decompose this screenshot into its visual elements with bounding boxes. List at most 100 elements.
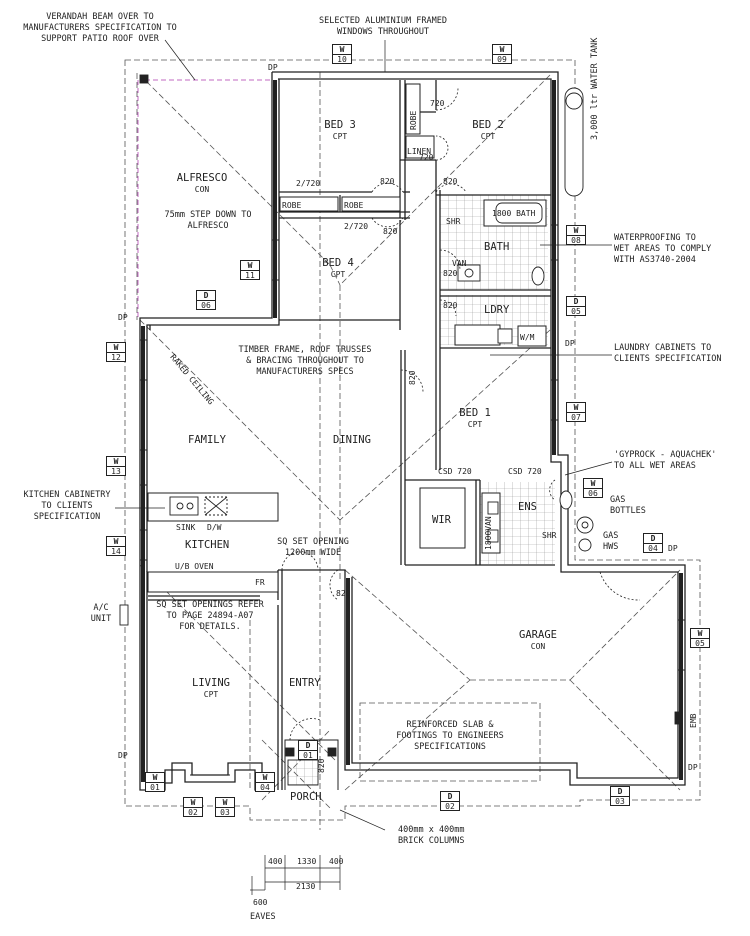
gas-bottles-line1: GAS <box>610 495 626 505</box>
ensuite-shower-label: SHR <box>542 531 557 540</box>
room-bed2: BED 2 CPT <box>472 120 504 142</box>
wall-fill <box>141 80 683 782</box>
room-alfresco: ALFRESCO CON <box>177 173 228 195</box>
door-size: CSD 720 <box>438 467 472 476</box>
gyprock-note: 'GYPROCK - AQUACHEK' TO ALL WET AREAS <box>614 450 716 472</box>
tag-number: 07 <box>571 413 581 422</box>
room-bath: BATH <box>484 241 510 253</box>
gas-hws-label: GAS HWS <box>603 531 618 553</box>
timber-note-line1: TIMBER FRAME, ROOF TRUSSES <box>238 345 372 355</box>
bed3-floor: CPT <box>332 132 348 141</box>
tag-number: 02 <box>445 802 455 811</box>
alfresco-name: ALFRESCO <box>176 172 228 184</box>
dishwasher-label: D/W <box>207 523 222 532</box>
alfresco-floor: CON <box>194 185 210 194</box>
downpipe-label: DP <box>118 751 128 760</box>
dim-400: 400 <box>268 857 283 866</box>
dim-1330: 1330 <box>297 857 317 866</box>
tag-type: W <box>333 45 351 55</box>
external-walls <box>139 71 686 791</box>
joinery <box>147 83 547 593</box>
bed1-floor: CPT <box>467 420 483 429</box>
downpipe-label: DP <box>668 544 678 553</box>
door-size: 2/720 <box>296 179 321 188</box>
verandah-note-line2: MANUFACTURERS SPECIFICATION TO <box>23 23 177 33</box>
door-size: 820 <box>380 177 395 186</box>
verandah-note-line3: SUPPORT PATIO ROOF OVER <box>41 34 159 44</box>
downpipe-label: DP <box>688 763 698 772</box>
dim-2130: 2130 <box>296 882 316 891</box>
gas-bottles-label: GAS BOTTLES <box>610 495 646 517</box>
emb-label: EMB <box>689 713 698 728</box>
slab-note-line3: SPECIFICATIONS <box>414 742 486 752</box>
tag-number: 01 <box>150 783 160 792</box>
living-name: LIVING <box>192 677 230 689</box>
robe-label: ROBE <box>282 201 302 210</box>
brick-note-line2: BRICK COLUMNS <box>398 836 465 846</box>
tag-number: 11 <box>245 271 255 280</box>
tag-type: D <box>197 291 215 301</box>
room-bed1: BED 1 CPT <box>459 408 491 430</box>
tag-number: 08 <box>571 236 581 245</box>
tag-type: W <box>567 226 585 236</box>
tag-type: W <box>493 45 511 55</box>
sq-opening-line1: SQ SET OPENING <box>277 537 349 547</box>
leaders <box>115 39 613 895</box>
ac-line1: A/C <box>93 603 109 613</box>
bed2-name: BED 2 <box>472 119 504 131</box>
windows <box>140 71 685 776</box>
waterproofing-line3: WITH AS3740-2004 <box>614 255 696 265</box>
tag-number: 13 <box>111 467 121 476</box>
ac-line2: UNIT <box>90 614 112 624</box>
waterproofing-note: WATERPROOFING TO WET AREAS TO COMPLY WIT… <box>614 233 711 266</box>
tag-number: 06 <box>201 301 211 310</box>
eaves-label: EAVES <box>250 912 276 922</box>
tag-type: W <box>107 457 125 467</box>
sq-refer-line3: FOR DETAILS. <box>179 622 241 632</box>
room-dining: DINING <box>333 434 371 446</box>
tag-number: 04 <box>648 544 658 553</box>
room-kitchen: KITCHEN <box>185 539 230 551</box>
sq-set-refer-note: SQ SET OPENINGS REFER TO PAGE 24894-A07 … <box>156 600 263 633</box>
dim-600: 600 <box>253 898 268 907</box>
timber-note-line3: MANUFACTURERS SPECS <box>256 367 354 377</box>
door-size: 820 <box>383 227 398 236</box>
kitchen-cab-line1: KITCHEN CABINETRY <box>23 490 111 500</box>
laundry-note: LAUNDRY CABINETS TO CLIENTS SPECIFICATIO… <box>614 343 721 365</box>
sq-opening-line2: 1200mm WIDE <box>284 548 342 558</box>
washing-machine-label: W/M <box>520 333 535 342</box>
tag-type: W <box>146 773 164 783</box>
timber-note-line2: & BRACING THROUGHOUT TO <box>246 356 364 366</box>
linen-label: LINEN <box>407 147 432 156</box>
slab-note-line2: FOOTINGS TO ENGINEERS <box>396 731 504 741</box>
tag-type: D <box>611 787 629 797</box>
tag-number: 09 <box>497 55 507 64</box>
door-size: 820 <box>336 589 351 598</box>
bed1-name: BED 1 <box>459 407 491 419</box>
downpipe-label: DP <box>565 339 575 348</box>
waterproofing-line1: WATERPROOFING TO <box>614 233 696 243</box>
ac-unit-label: A/C UNIT <box>91 603 111 625</box>
tag-type: W <box>256 773 274 783</box>
door-size: 720 <box>419 153 434 162</box>
tag-number: 04 <box>260 783 270 792</box>
tag-type: W <box>691 629 709 639</box>
alfresco-note-line1: 75mm STEP DOWN TO <box>164 210 252 220</box>
tag-number: 14 <box>111 547 121 556</box>
room-family: FAMILY <box>188 434 226 446</box>
door-size: 820 <box>443 269 458 278</box>
ensuite-vanity-label: 1800VAN <box>484 516 493 550</box>
